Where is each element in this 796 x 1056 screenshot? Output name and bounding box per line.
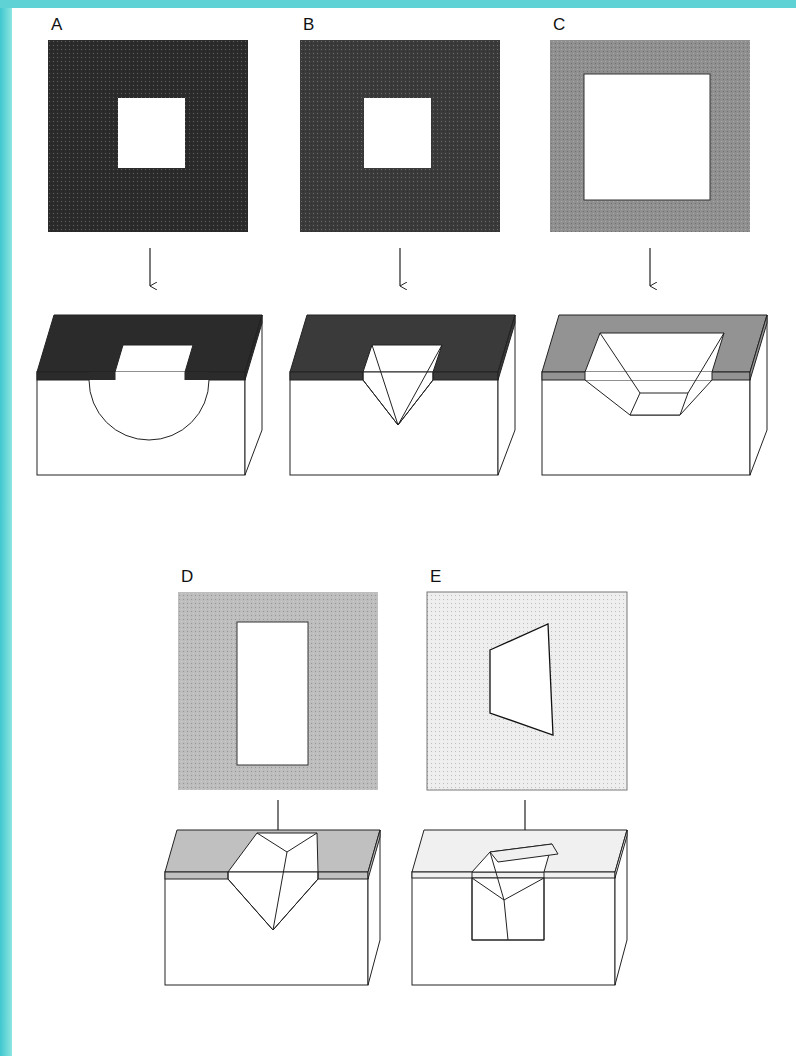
panel-letter: B [302,16,315,33]
faceted-pit-block [412,830,627,985]
truncated-pit-block [542,315,767,475]
v-groove-block [165,830,380,985]
anisotropic-etch-block [290,315,515,475]
mask-top-view [48,40,750,790]
isotropic-etch-block [37,315,262,475]
panel-letter: D [180,568,194,585]
panel-letter: A [50,16,63,33]
panel-letter: E [429,568,442,585]
panel-letter: C [552,16,566,33]
